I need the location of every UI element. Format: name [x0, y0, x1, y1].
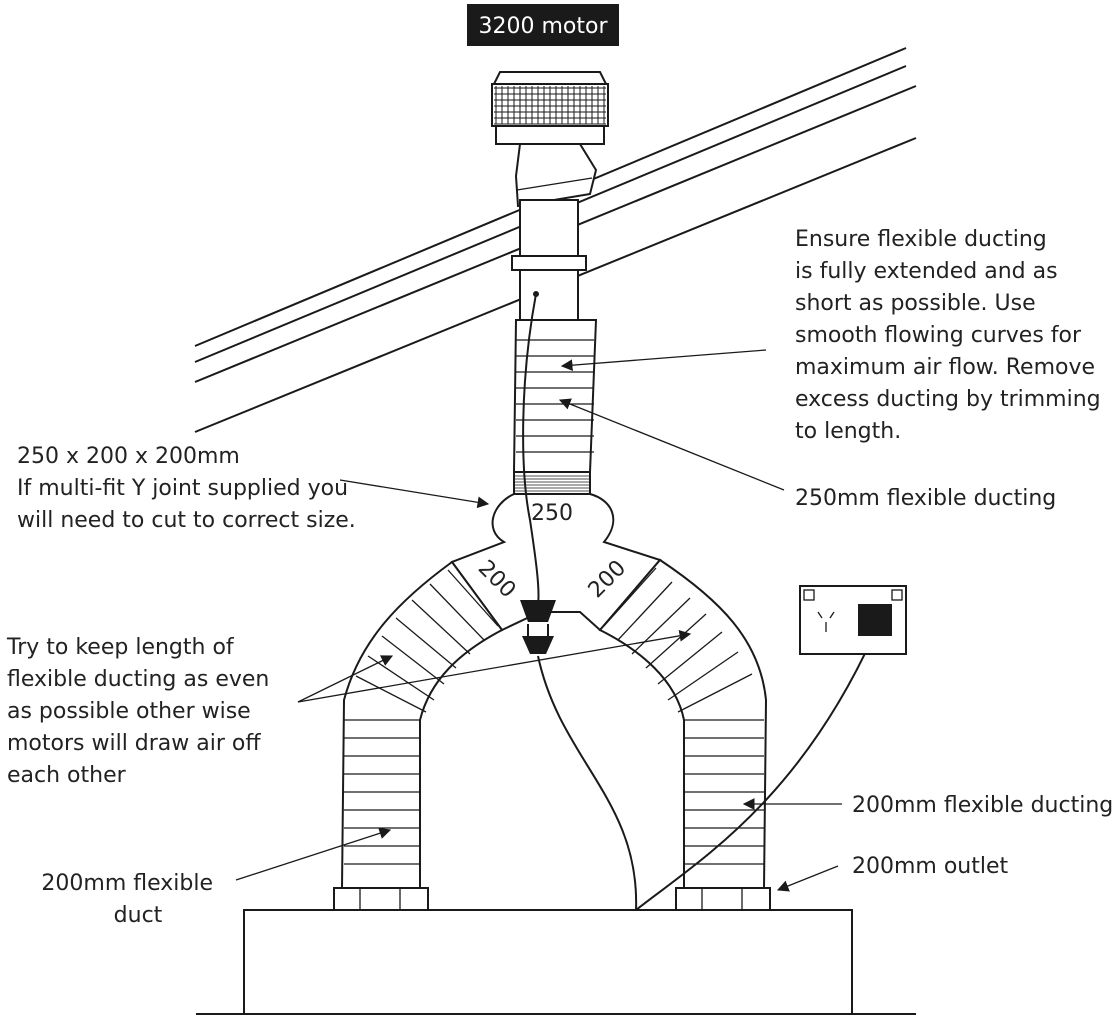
y-joint [450, 493, 662, 632]
motor-icon [491, 71, 609, 208]
y-joint-note: 250 x 200 x 200mm If multi-fit Y joint s… [17, 444, 356, 533]
duct-250-label: 250mm flexible ducting [795, 486, 1056, 511]
ceiling-box [196, 909, 916, 1015]
outlet-200-label: 200mm outlet [852, 854, 1009, 879]
duct-250-flexible [512, 319, 598, 495]
duct-200-right-label: 200mm flexible ducting [852, 793, 1112, 818]
power-outlet-icon [799, 585, 907, 655]
duct-200-left [333, 560, 504, 911]
duct-200-right [598, 558, 771, 911]
ensure-ducting-note: Ensure flexible ducting is fully extende… [795, 227, 1108, 444]
plug-icon [520, 291, 877, 911]
motor-title: 3200 motor [478, 14, 608, 39]
y-joint-mark-250: 250 [531, 501, 573, 526]
keep-even-note: Try to keep length of flexible ducting a… [6, 635, 276, 788]
motor-pipe [511, 199, 587, 321]
leader-lines [235, 349, 842, 892]
motor-title-badge: 3200 motor [467, 4, 619, 46]
duct-200-left-label: 200mm flexible duct [41, 871, 220, 928]
